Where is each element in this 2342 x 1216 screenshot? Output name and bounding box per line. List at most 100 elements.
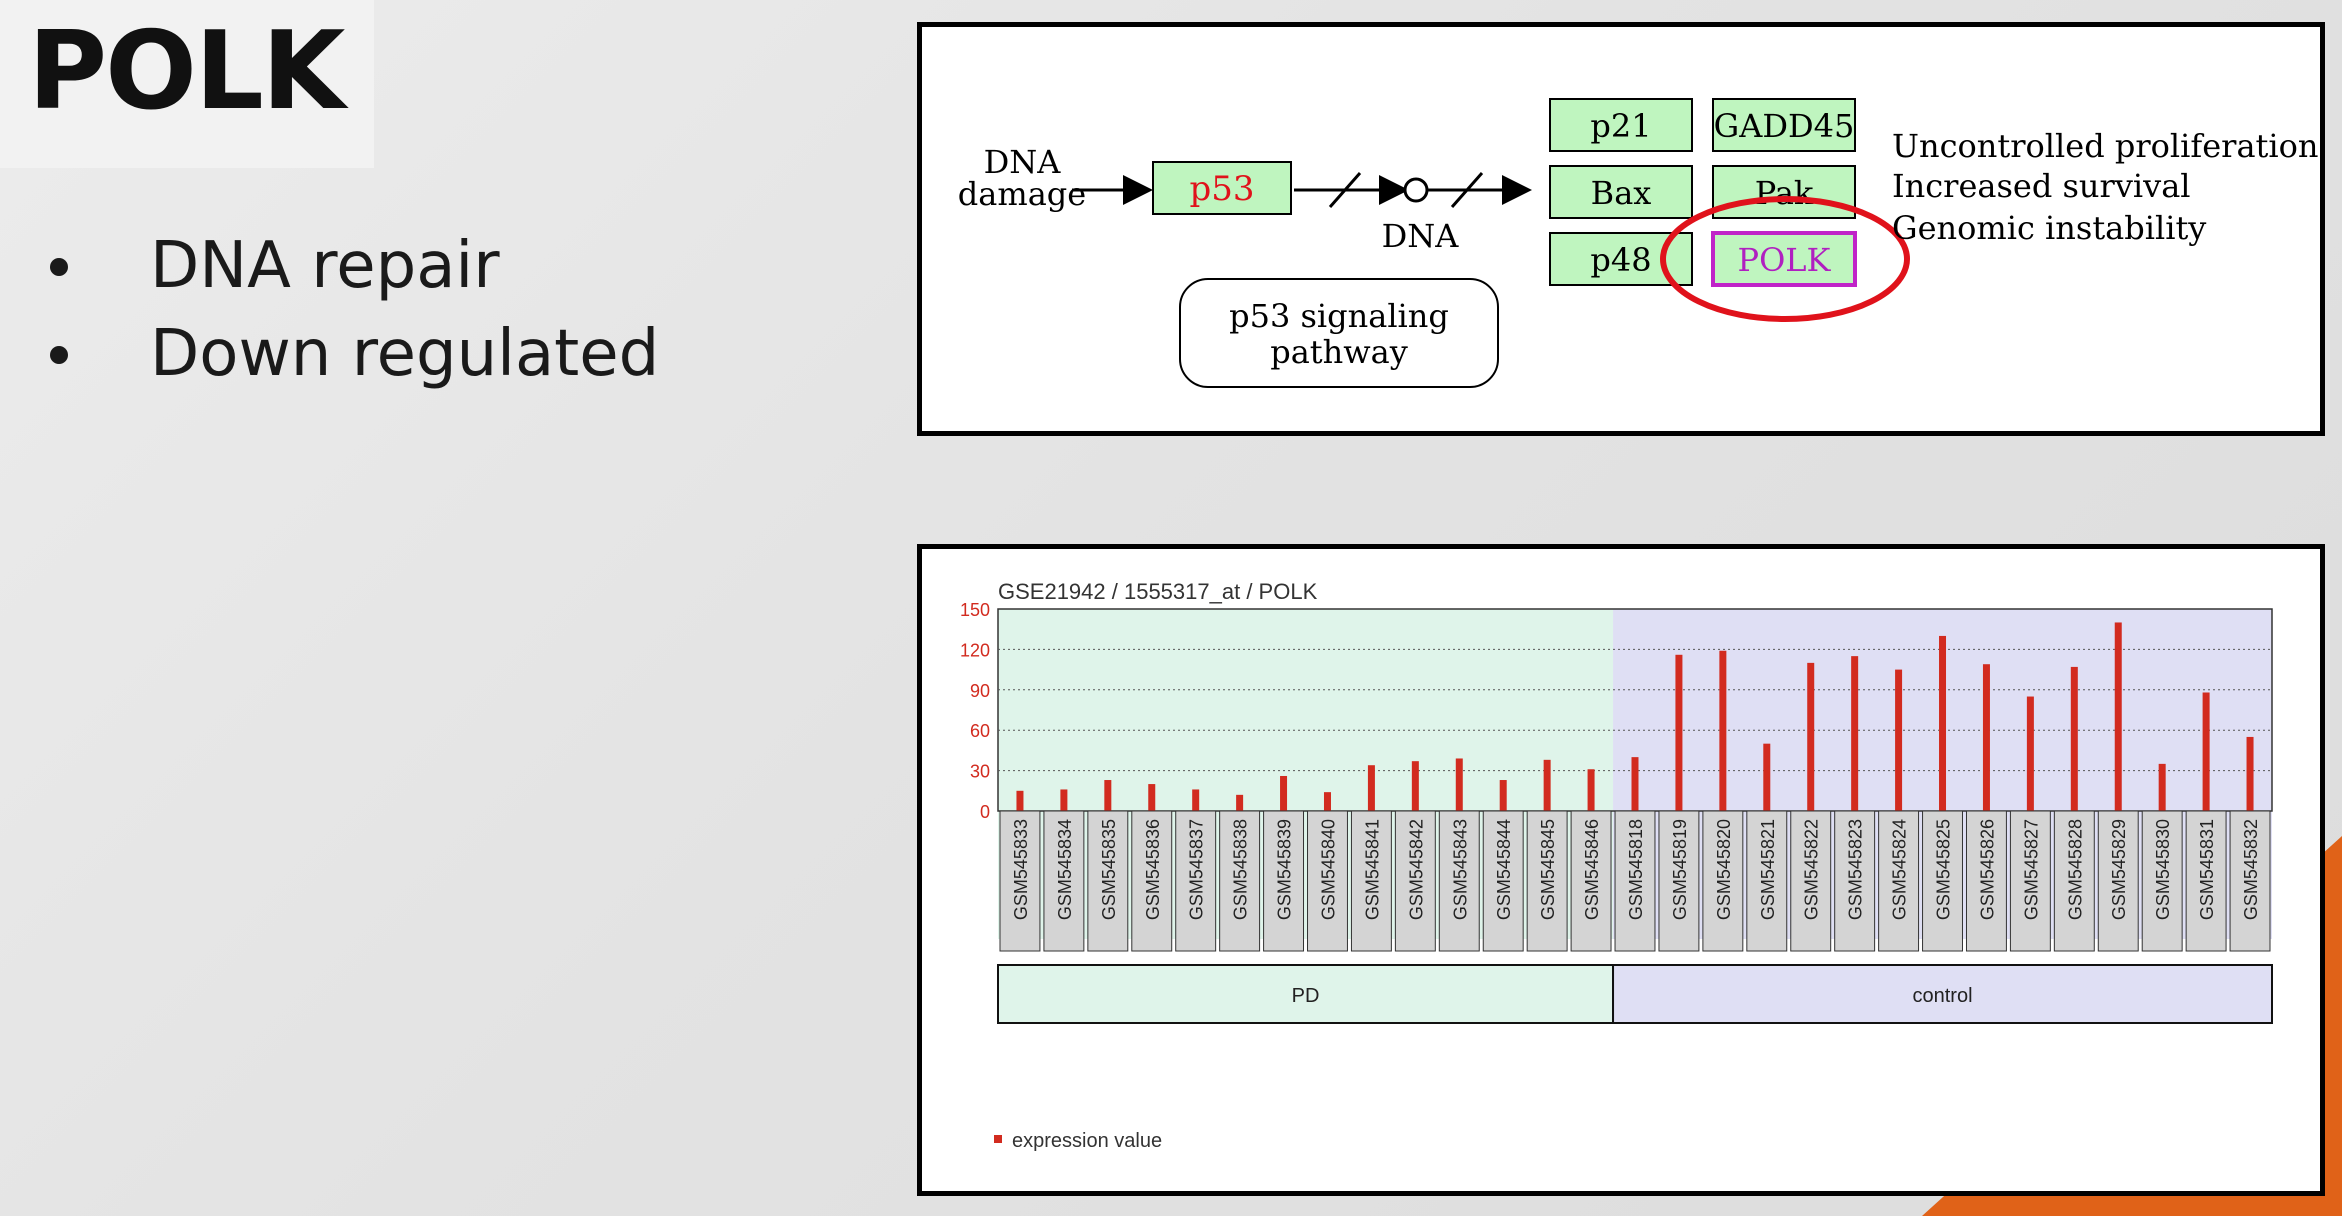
chart-title: GSE21942 / 1555317_at / POLK <box>998 579 1318 604</box>
legend-swatch <box>994 1135 1002 1143</box>
x-tick-label: GSM545828 <box>2065 819 2085 920</box>
chart-panel: 0 30 60 90 120 150 GSM545833 GSM545834 GSM54583… <box>917 544 2325 1196</box>
bar <box>1763 743 1771 811</box>
x-tick-label: GSM545843 <box>1450 819 1470 920</box>
x-label-box <box>1394 810 1436 952</box>
bar <box>2070 666 2078 811</box>
group-band <box>1612 964 2273 1024</box>
pathway-name: pathway <box>1270 333 1408 371</box>
bar <box>1367 765 1375 811</box>
x-label-box <box>1350 810 1392 952</box>
group-band <box>997 964 1615 1024</box>
dna-node <box>1403 177 1429 203</box>
gene-label-gadd45: GADD45 <box>1714 107 1855 145</box>
x-tick-label: GSM545829 <box>2109 819 2129 920</box>
bar <box>1060 789 1068 811</box>
y-tick-label: 0 <box>980 802 990 822</box>
bullet-item: DNA repair <box>40 222 659 310</box>
gene-box-p21 <box>1549 98 1693 152</box>
x-label-box <box>1087 810 1129 952</box>
gene-label-p48: p48 <box>1590 241 1651 279</box>
y-tick-label: 30 <box>970 762 990 782</box>
bullet-text: Down regulated <box>150 317 660 391</box>
x-tick-label: GSM545818 <box>1626 819 1646 920</box>
bar <box>1807 662 1815 811</box>
outcome-label: Increased survival <box>1892 167 2191 205</box>
gene-box-pak <box>1712 165 1856 219</box>
bar <box>1675 654 1683 811</box>
x-label-box <box>2185 810 2227 952</box>
x-tick-label: GSM545826 <box>1977 819 1997 920</box>
x-tick-label: GSM545833 <box>1011 819 1031 920</box>
gene-box-gadd45 <box>1712 98 1856 152</box>
bar <box>2114 622 2122 811</box>
pathway-name-box <box>1179 278 1499 388</box>
x-tick-label: GSM545824 <box>1890 819 1910 920</box>
x-label-box <box>1570 810 1612 952</box>
x-label-box <box>1614 810 1656 952</box>
bar <box>1543 759 1551 811</box>
gene-label-pak: Pak <box>1755 174 1814 212</box>
bar <box>2246 736 2254 811</box>
slide-title: POLK <box>28 9 345 134</box>
indirect-slash <box>1328 172 1362 208</box>
bar <box>1719 650 1727 811</box>
x-label-box <box>1307 810 1348 952</box>
x-tick-label: GSM545844 <box>1494 819 1514 920</box>
dna-damage-label: DNA <box>984 143 1062 181</box>
bullet-dot-icon <box>50 346 68 364</box>
bar <box>1236 794 1244 811</box>
x-tick-label: GSM545831 <box>2197 819 2217 920</box>
bar <box>1411 761 1419 811</box>
bar <box>1280 775 1288 811</box>
x-label-box <box>1526 810 1568 952</box>
bar <box>1323 792 1331 811</box>
gene-label-bax: Bax <box>1591 174 1652 212</box>
group-label: control <box>1913 985 1973 1007</box>
x-tick-label: GSM545822 <box>1802 819 1822 920</box>
polk-highlight-circle <box>1660 196 1910 322</box>
bar <box>1499 780 1507 811</box>
x-tick-label: GSM545820 <box>1714 819 1734 920</box>
p53-label: p53 <box>1189 169 1254 209</box>
bar <box>2026 696 2034 811</box>
group-label: PD <box>1292 985 1320 1007</box>
x-tick-label: GSM545832 <box>2241 819 2261 920</box>
title-box: POLK <box>0 0 374 168</box>
y-tick-label: 60 <box>970 721 990 741</box>
x-label-box <box>1131 810 1173 952</box>
dna-damage-label: damage <box>958 175 1086 213</box>
y-tick-label: 120 <box>960 640 990 660</box>
bar <box>1587 769 1595 811</box>
y-tick-label: 90 <box>970 681 990 701</box>
x-label-box <box>1922 810 1963 952</box>
x-label-box <box>999 810 1041 952</box>
bar <box>1982 664 1990 811</box>
pathway-panel: DNA damage p53 DNA p21 GADD45 Bax Pak p4… <box>917 22 2325 436</box>
y-tick-label: 150 <box>960 600 990 620</box>
x-tick-label: GSM545837 <box>1187 819 1207 920</box>
x-tick-label: GSM545845 <box>1538 819 1558 920</box>
x-tick-label: GSM545825 <box>1934 819 1954 920</box>
gene-box-polk <box>1711 231 1857 287</box>
dna-label: DNA <box>1382 217 1460 255</box>
x-label-box <box>1834 810 1876 952</box>
x-tick-label: GSM545834 <box>1055 819 1075 920</box>
x-label-box <box>1702 810 1744 952</box>
x-label-box <box>2009 810 2051 952</box>
bar <box>1455 758 1463 811</box>
x-label-box <box>1790 810 1832 952</box>
bar <box>1851 656 1859 811</box>
x-tick-label: GSM545830 <box>2153 819 2173 920</box>
bar <box>1631 757 1639 811</box>
x-label-box <box>1658 810 1700 952</box>
x-tick-label: GSM545840 <box>1318 819 1338 920</box>
bullet-list: DNA repair Down regulated <box>40 222 659 398</box>
bar <box>2158 763 2166 811</box>
p53-box <box>1152 161 1292 215</box>
x-tick-label: GSM545842 <box>1406 819 1426 920</box>
x-tick-label: GSM545838 <box>1231 819 1251 920</box>
bullet-text: DNA repair <box>150 229 500 303</box>
bar <box>1016 790 1024 811</box>
pathway-name: p53 signaling <box>1229 297 1449 335</box>
